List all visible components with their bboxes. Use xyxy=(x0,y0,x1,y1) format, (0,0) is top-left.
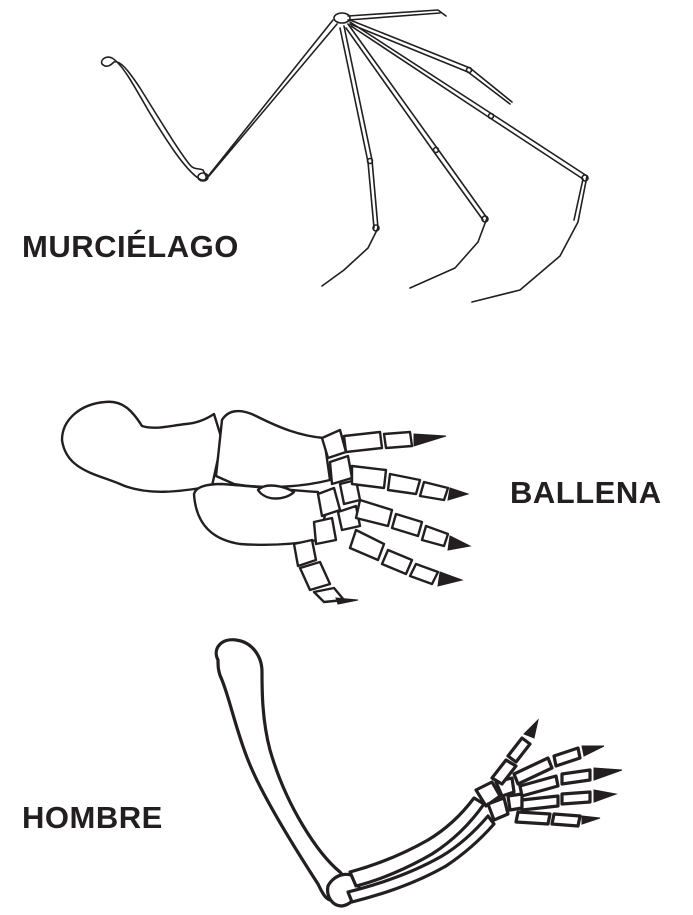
bat-wrist xyxy=(334,13,350,23)
whale-humerus xyxy=(62,402,222,492)
human-carpals xyxy=(476,778,522,820)
bat-joint xyxy=(489,114,494,119)
bat-digit-3 xyxy=(350,22,587,302)
bat-thumb xyxy=(348,10,446,20)
human-arm-skeleton xyxy=(216,640,622,906)
bat-joint xyxy=(368,159,373,164)
whale-digit-2 xyxy=(352,466,468,500)
label-whale: BALLENA xyxy=(510,475,662,511)
label-human: HOMBRE xyxy=(22,800,163,836)
whale-flipper-skeleton xyxy=(62,402,470,604)
bat-humerus xyxy=(102,57,207,180)
bat-radius xyxy=(205,20,337,180)
whale-digit-5 xyxy=(300,562,358,604)
human-humerus xyxy=(216,640,345,901)
human-finger-little xyxy=(516,812,600,826)
label-bat: MURCIÉLAGO xyxy=(22,229,239,265)
bat-joint xyxy=(434,148,439,153)
whale-digit-1 xyxy=(344,432,446,452)
whale-radius xyxy=(216,411,330,487)
bat-joint xyxy=(467,68,472,73)
bat-digit-5 xyxy=(322,26,378,286)
